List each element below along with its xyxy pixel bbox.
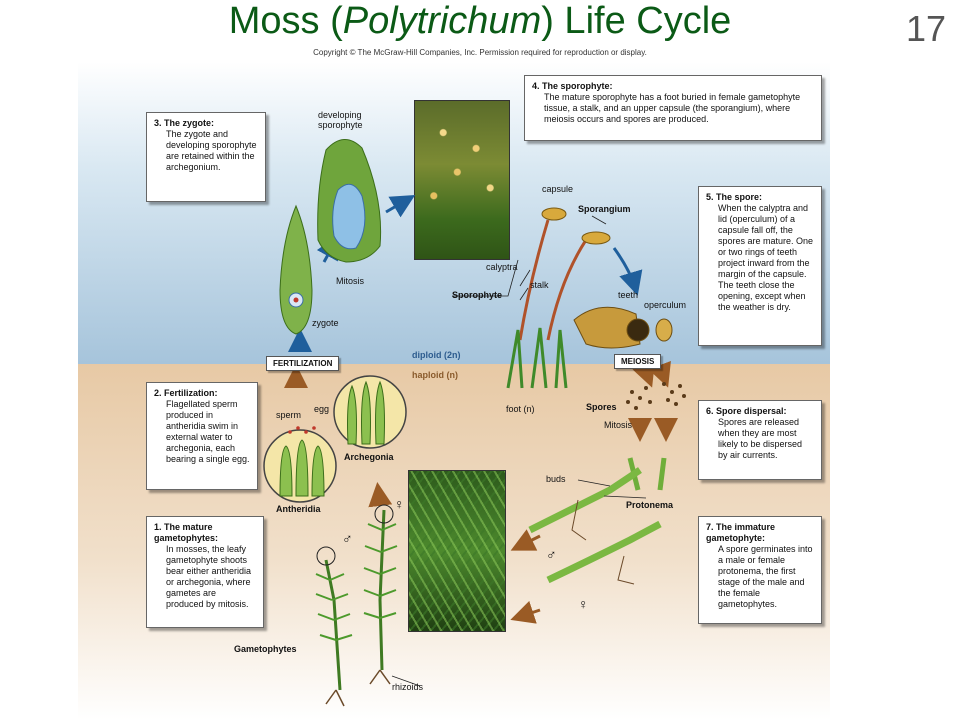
male-symbol-icon: ♂: [546, 546, 557, 562]
label-spores: Spores: [586, 402, 617, 412]
label-egg: egg: [314, 404, 330, 414]
gametophyte-photo: [408, 470, 506, 632]
stage-box-mature-gametophytes: 1. The mature gametophytes: In mosses, t…: [146, 516, 264, 628]
label-operculum: operculum: [644, 300, 687, 310]
male-symbol-icon: ♂: [342, 530, 353, 546]
label-foot: foot (n): [506, 404, 535, 414]
label-rhizoids: rhizoids: [392, 682, 424, 692]
label-gametophytes: Gametophytes: [234, 644, 297, 654]
fertilization-tag: FERTILIZATION: [266, 356, 340, 371]
label-sporophyte: Sporophyte: [452, 290, 503, 300]
copyright-notice: Copyright © The McGraw-Hill Companies, I…: [313, 48, 647, 57]
label-mitosis-bottom: Mitosis: [604, 420, 633, 430]
label-buds: buds: [546, 474, 566, 484]
meiosis-tag: MEIOSIS: [614, 354, 662, 369]
cycle-arrow-icon: [510, 600, 541, 624]
cycle-arrow-icon: [510, 529, 541, 551]
female-symbol-icon: ♀: [394, 496, 405, 512]
page-title: Moss (Polytrichum) Life Cycle: [228, 0, 732, 42]
label-zygote: zygote: [312, 318, 339, 328]
sporophyte-photo: [414, 100, 510, 260]
stage-box-zygote: 3. The zygote: The zygote and developing…: [146, 112, 266, 202]
slide-number: 17: [906, 8, 947, 49]
label-protonema: Protonema: [626, 500, 674, 510]
label-teeth: teeth: [618, 290, 639, 300]
label-calyptra: calyptra: [486, 262, 518, 272]
stage-box-sporophyte: 4. The sporophyte: The mature sporophyte…: [524, 75, 822, 141]
haploid-label: haploid (n): [412, 370, 458, 380]
label-sporangium: Sporangium: [578, 204, 631, 214]
label-archegonia: Archegonia: [344, 452, 394, 462]
stage-box-fertilization: 2. Fertilization: Flagellated sperm prod…: [146, 382, 258, 490]
cycle-arrow-icon: [368, 482, 393, 508]
female-symbol-icon: ♀: [578, 596, 589, 612]
stage-box-spore-dispersal: 6. Spore dispersal: Spores are released …: [698, 400, 822, 480]
label-antheridia: Antheridia: [276, 504, 321, 514]
cycle-arrow-icon: [612, 247, 643, 296]
stage-box-spore: 5. The spore: When the calyptra and lid …: [698, 186, 822, 346]
stage-box-immature-gametophyte: 7. The immature gametophyte: A spore ger…: [698, 516, 822, 624]
cycle-arrow-icon: [385, 194, 416, 218]
label-capsule: capsule: [542, 184, 574, 194]
label-stalk: stalk: [530, 280, 549, 290]
diploid-label: diploid (2n): [412, 350, 461, 360]
label-developing-sporophyte: developing sporophyte: [318, 110, 363, 130]
label-sperm: sperm: [276, 410, 302, 420]
label-mitosis-top: Mitosis: [336, 276, 365, 286]
